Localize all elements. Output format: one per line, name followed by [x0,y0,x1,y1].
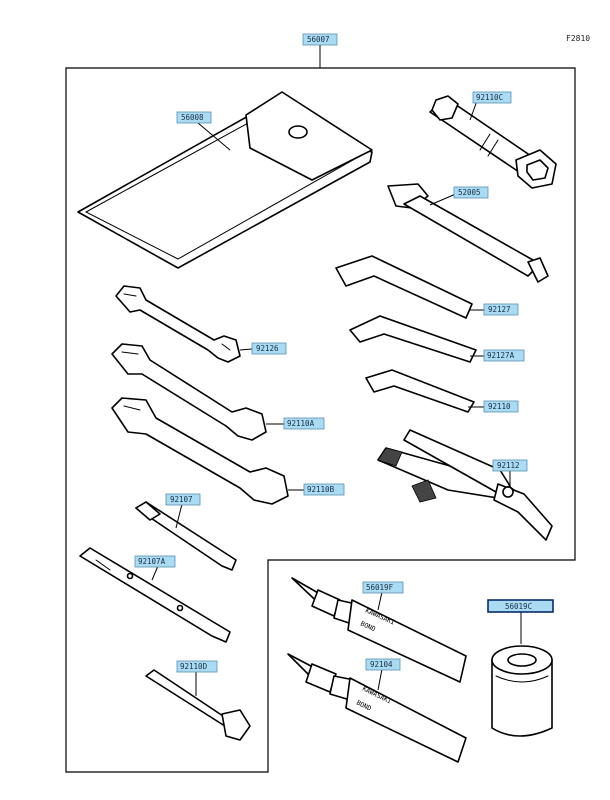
hex-key-medium [349,315,477,363]
callout-bond-1-box[interactable] [362,581,404,594]
callout-screwdriver[interactable]: 92107A [134,555,176,568]
callout-bond-1-text: 56019F [366,583,394,592]
callout-pouch[interactable]: 56008 [176,111,212,124]
callout-bond-2-box[interactable] [365,658,401,671]
leader-line [175,503,183,529]
callout-hex-large-text: 92127 [488,305,511,314]
callout-hex-medium-text: 92127A [487,351,515,360]
callout-wrench-2[interactable]: 92110A [283,417,325,430]
callout-pliers-box[interactable] [492,459,528,472]
callout-box-wrench-text: 92110C [476,93,503,102]
callout-handle-text: 92107 [170,495,193,504]
callout-bond-2-text: 92104 [370,660,393,669]
callout-driver-text: 52005 [458,188,481,197]
callout-kit-box[interactable] [302,33,338,46]
driver-handle [135,501,237,571]
callout-pouch-box[interactable] [176,111,212,124]
callout-filter-text: 56019C [505,602,532,611]
driver-shaft [387,183,549,283]
callout-bond-1[interactable]: 56019F [362,581,404,594]
callout-wrench-1-text: 92126 [256,344,279,353]
callout-driver-box[interactable] [453,186,489,199]
screwdriver [79,547,231,643]
callout-bond-2[interactable]: 92104 [365,658,401,671]
leader-line [377,591,383,611]
callout-hex-small-text: 92110 [488,402,511,411]
hex-key-large [335,255,473,319]
open-end-wrench-1 [115,285,241,363]
open-end-wrench-2 [111,343,267,441]
callout-screwdriver-box[interactable] [134,555,176,568]
callout-screwdriver-text: 92107A [138,557,166,566]
callout-hex-small[interactable]: 92110 [483,400,519,413]
callout-hex-large-box[interactable] [483,303,519,316]
callout-hex-medium[interactable]: 92127A [483,349,525,362]
callout-wrench-2-box[interactable] [283,417,325,430]
callout-handle[interactable]: 92107 [165,493,201,506]
callout-hex-medium-box[interactable] [483,349,525,362]
callout-box-wrench[interactable]: 92110C [472,91,512,104]
callout-kit[interactable]: 56007 [302,33,338,46]
callout-wrench-1[interactable]: 92126 [251,342,287,355]
leader-line [197,122,231,151]
hex-key-small [365,369,475,413]
leader-line [429,192,459,206]
spoke-wrench [145,669,251,741]
leader-line [377,668,383,691]
callout-spoke-wrench[interactable]: 92110D [176,660,218,673]
callout-filter[interactable]: 56019C [487,599,554,613]
leader-line [151,565,159,581]
callout-filter-box[interactable] [487,599,554,613]
open-end-wrench-3 [111,397,289,505]
callout-wrench-3-box[interactable] [303,483,345,496]
callout-kit-text: 56007 [307,35,330,44]
callout-box-wrench-box[interactable] [472,91,512,104]
leader-line [239,348,253,351]
callout-driver[interactable]: 52005 [453,186,489,199]
oil-filter [491,645,553,737]
callout-hex-small-box[interactable] [483,400,519,413]
callout-pouch-text: 56008 [181,113,204,122]
callout-wrench-2-text: 92110A [287,419,315,428]
callout-hex-large[interactable]: 92127 [483,303,519,316]
callout-spoke-wrench-text: 92110D [180,662,208,671]
callout-handle-box[interactable] [165,493,201,506]
pliers [377,429,553,541]
callout-spoke-wrench-box[interactable] [176,660,218,673]
bond-tube-2: KAWASAKI BOND [287,653,467,763]
callout-wrench-3-text: 92110B [307,485,335,494]
box-wrench [429,95,557,189]
figure-code: F2810 [566,34,590,43]
kit-frame [65,67,576,773]
callout-pliers[interactable]: 92112 [492,459,528,472]
tool-pouch [77,91,373,269]
callout-wrench-1-box[interactable] [251,342,287,355]
bond-tube-1: KAWASAKI BOND [291,577,467,683]
callout-pliers-text: 92112 [497,461,520,470]
callout-wrench-3[interactable]: 92110B [303,483,345,496]
